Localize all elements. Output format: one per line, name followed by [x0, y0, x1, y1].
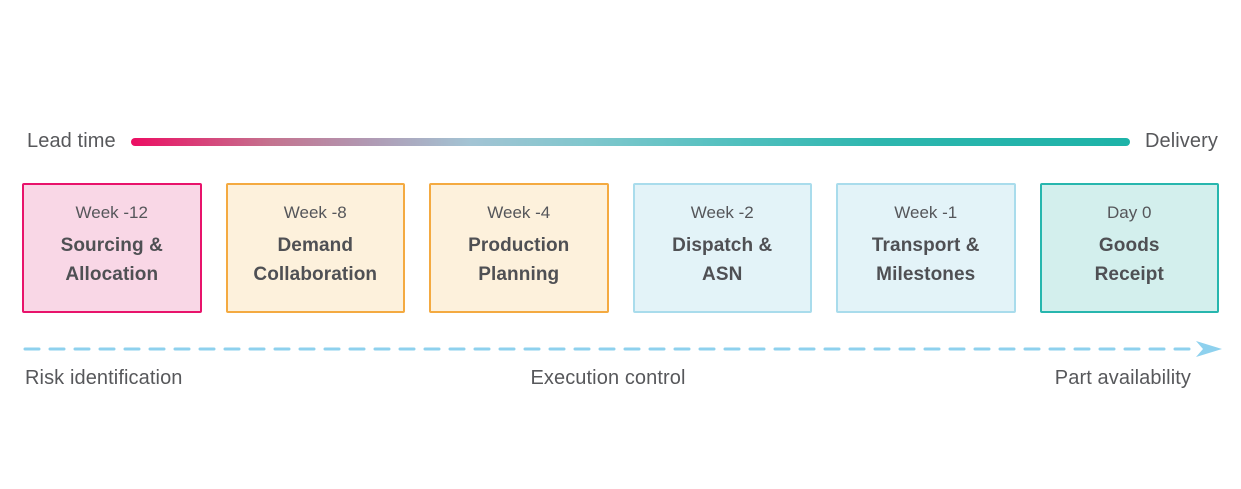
stages-row: Week -12 Sourcing &Allocation Week -8 De… — [0, 183, 1241, 313]
stage-box: Week -1 Transport &Milestones — [836, 183, 1016, 313]
stage-time-label: Week -2 — [690, 203, 754, 222]
stage-box: Week -2 Dispatch &ASN — [632, 183, 812, 313]
stage-time-label: Week -1 — [894, 203, 958, 222]
bottom-axis-labels: Risk identification Execution control Pa… — [0, 367, 1241, 390]
stage-title: Sourcing &Allocation — [60, 235, 163, 285]
stage-box: Week -12 Sourcing &Allocation — [22, 183, 202, 313]
stage-title: Transport &Milestones — [871, 235, 980, 285]
stage-time-label: Day 0 — [1107, 203, 1152, 222]
stage-time-label: Week -8 — [283, 203, 347, 222]
lead-time-label: Lead time — [27, 130, 116, 152]
lead-time-row: Lead time Delivery — [0, 0, 1241, 153]
dashed-arrow-graphic — [23, 341, 1222, 357]
stage-title: Dispatch &ASN — [672, 235, 773, 285]
execution-control-label: Execution control — [530, 367, 686, 389]
part-availability-label: Part availability — [1054, 367, 1191, 389]
stage-time-label: Week -12 — [75, 203, 148, 222]
arrowhead-icon — [1196, 341, 1222, 357]
risk-identification-label: Risk identification — [25, 367, 183, 389]
stage-time-label: Week -4 — [487, 203, 551, 222]
flow-arrow — [0, 340, 1241, 358]
lead-time-gradient-bar — [130, 137, 1130, 146]
delivery-label: Delivery — [1144, 130, 1218, 152]
